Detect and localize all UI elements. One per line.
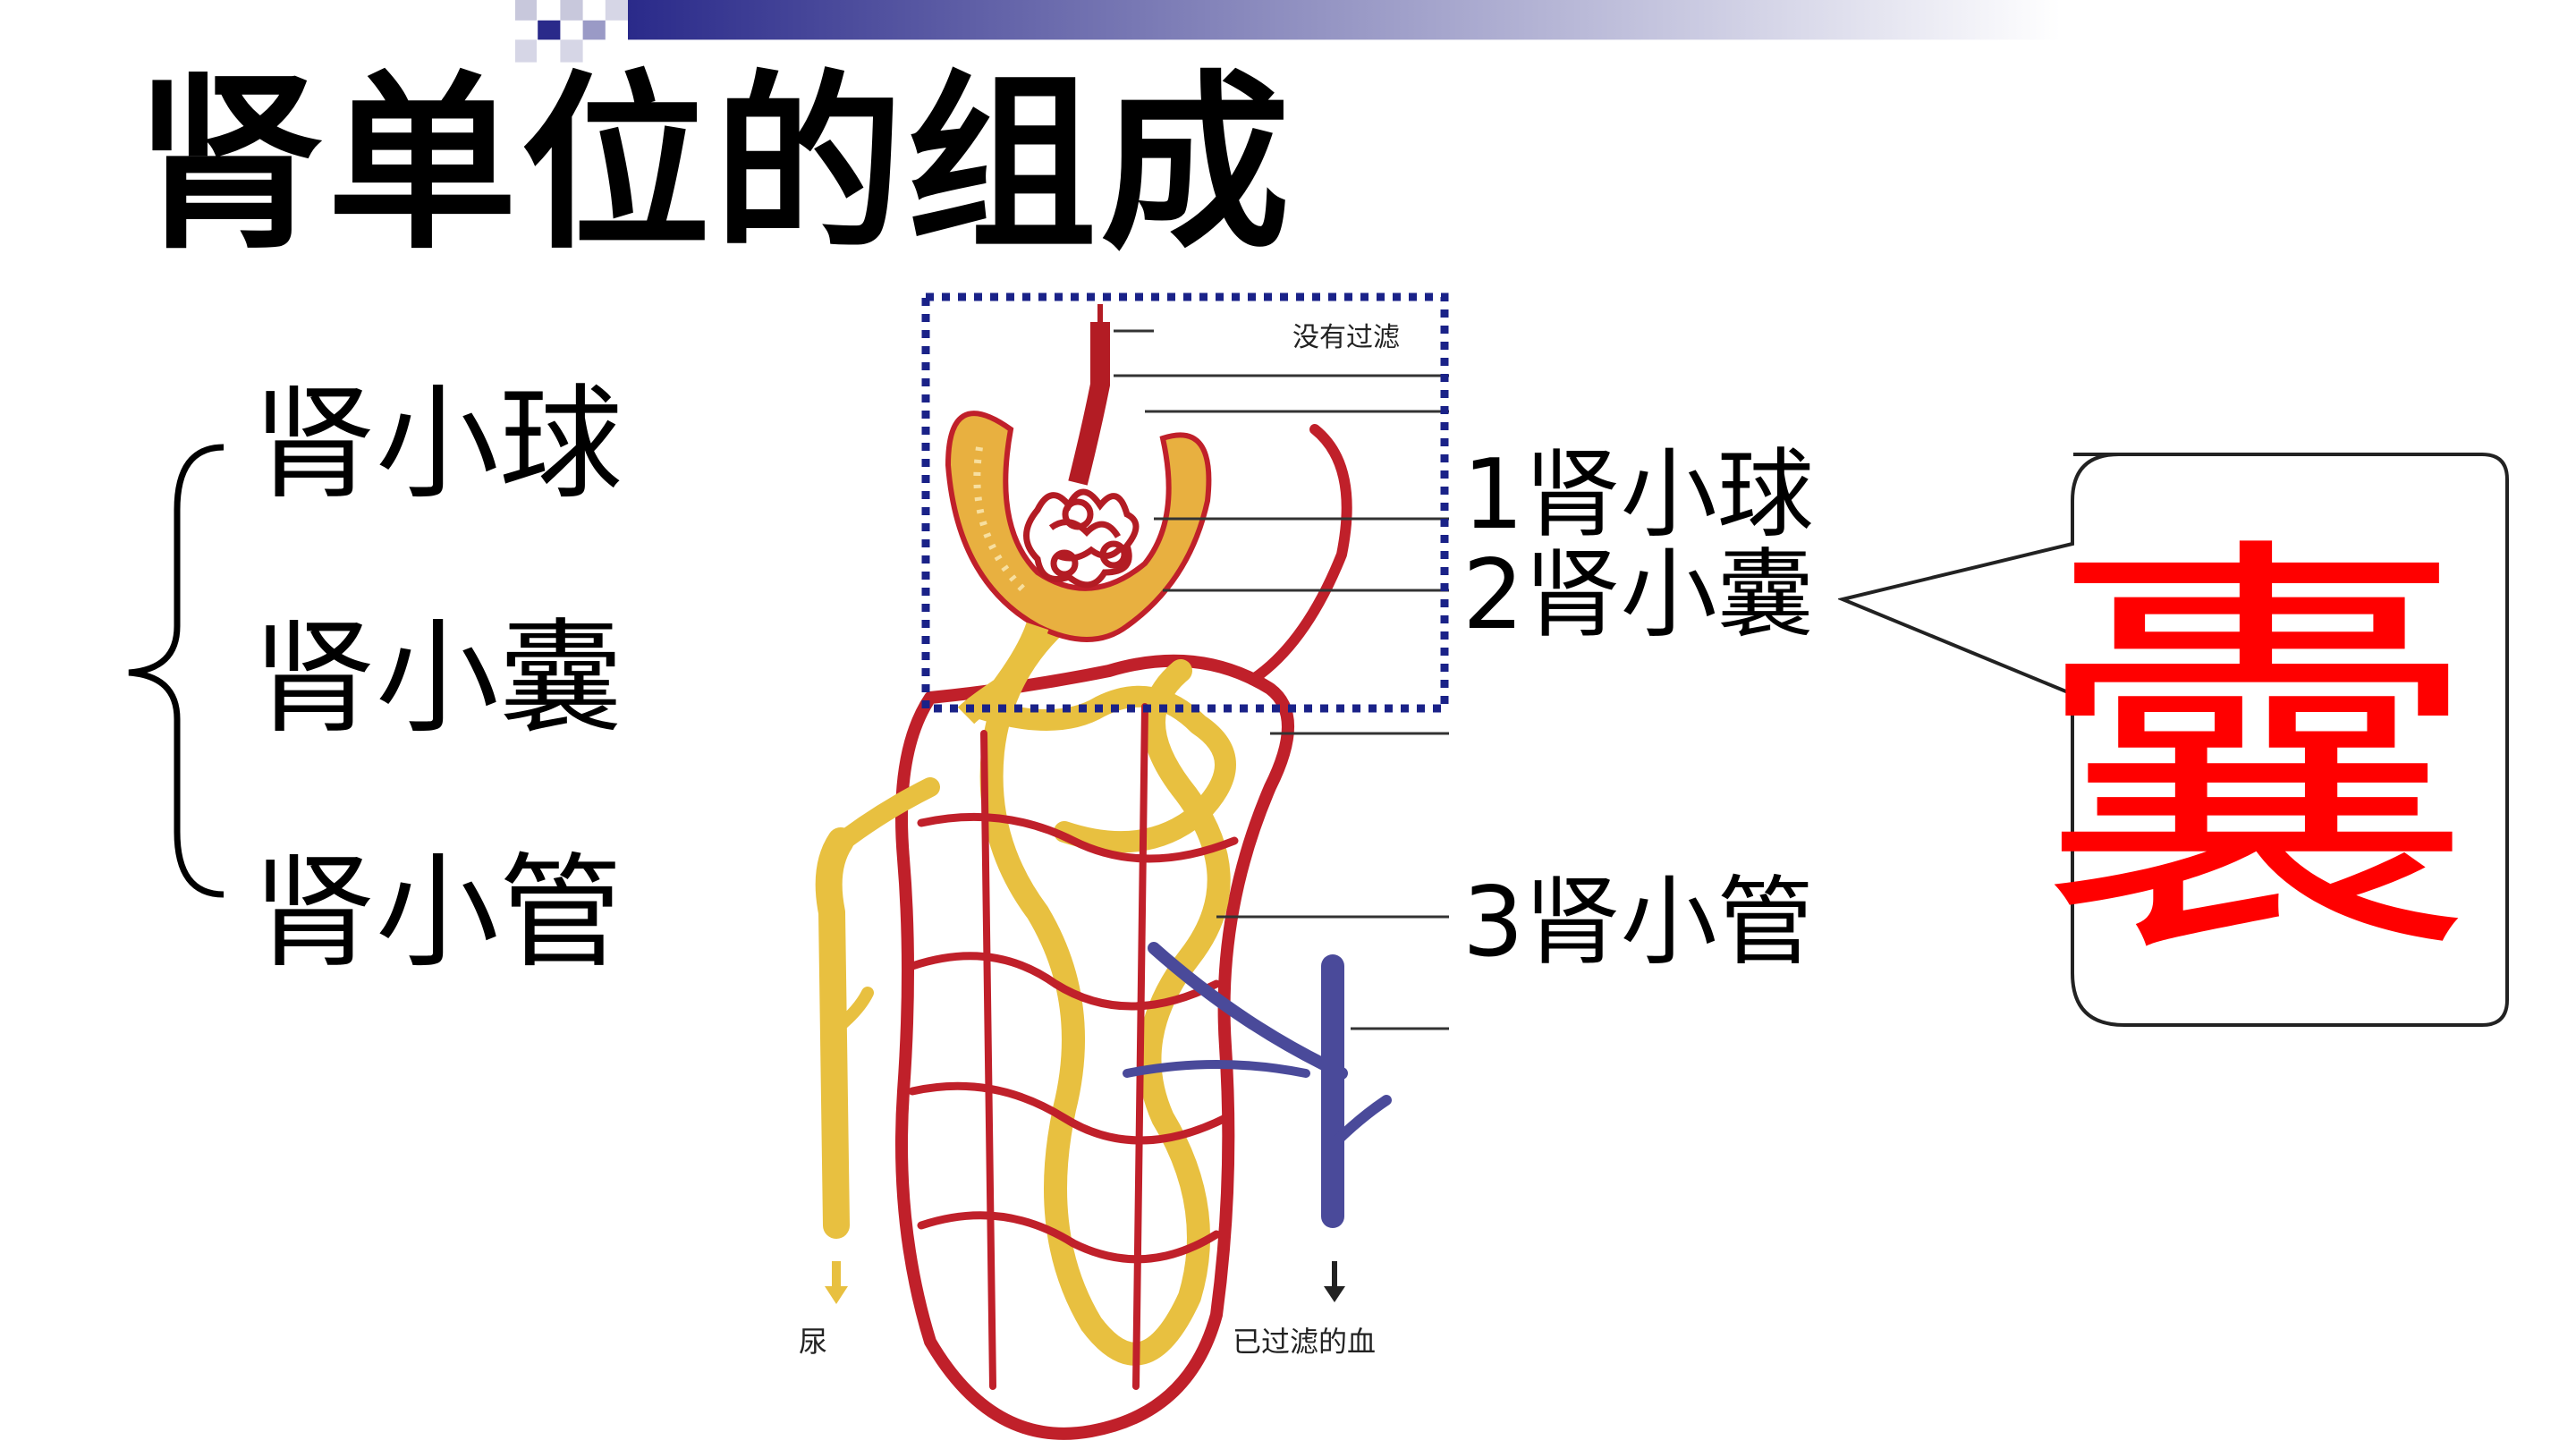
label-glomerulus: 1肾小球	[1462, 439, 1814, 551]
label-renal-tubule: 3肾小管	[1462, 867, 1814, 979]
slide-title: 肾单位的组成	[134, 54, 1293, 275]
callout-bubble	[1838, 453, 2509, 1027]
curly-brace	[128, 444, 225, 898]
part-bowman-capsule: 肾小囊	[252, 606, 623, 750]
callout-character: 囊	[2038, 502, 2476, 1013]
top-decoration-bar	[515, 0, 2061, 63]
part-renal-tubule: 肾小管	[252, 841, 623, 985]
caption-urine: 尿	[799, 1325, 828, 1359]
caption-filtered-blood: 已过滤的血	[1233, 1325, 1377, 1359]
part-glomerulus: 肾小球	[252, 372, 623, 516]
caption-unfiltered-blood: 没有过滤	[1292, 322, 1400, 353]
nephron-diagram	[815, 292, 1449, 1440]
label-bowman-capsule: 2肾小囊	[1462, 539, 1814, 651]
